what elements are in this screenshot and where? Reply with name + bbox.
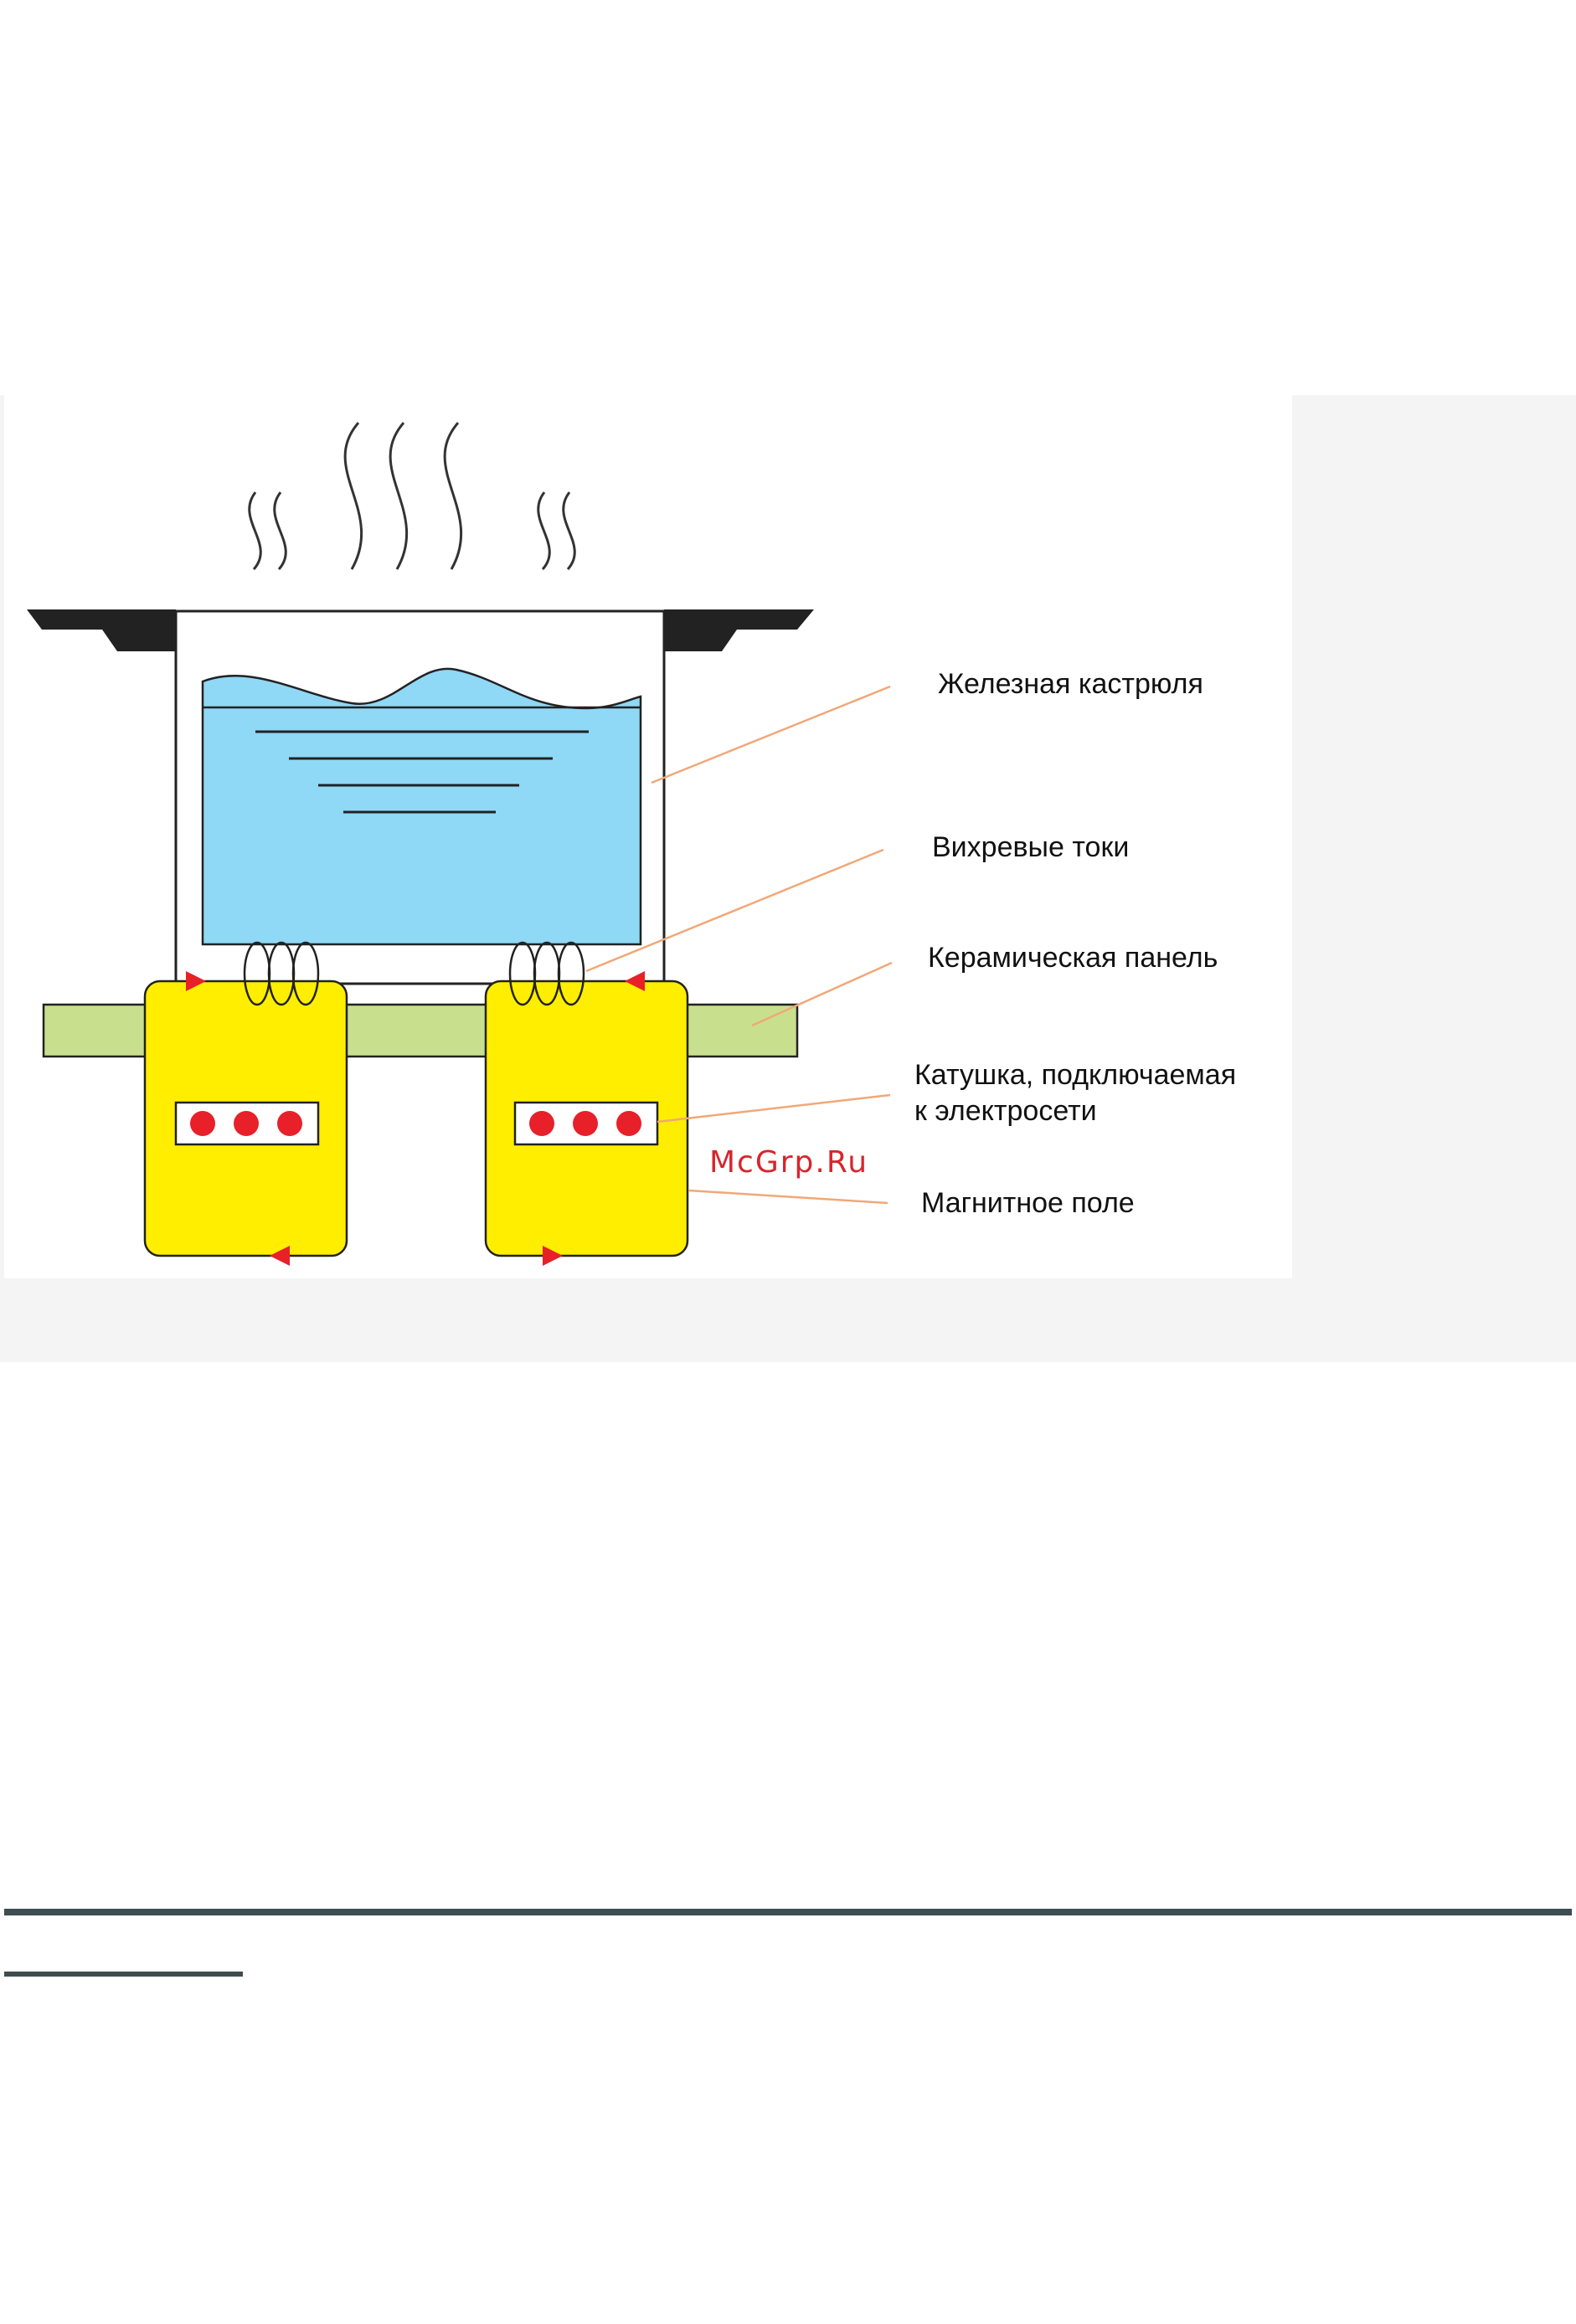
watermark: McGrp.Ru [709, 1145, 868, 1180]
label-coil-line1: Катушка, подключаемая [914, 1059, 1236, 1091]
label-eddy-currents: Вихревые токи [932, 831, 1129, 863]
label-ceramic-panel: Керамическая панель [928, 942, 1218, 974]
footer-rule-short [4, 1972, 243, 1977]
water [203, 669, 641, 944]
coil-windings-left [176, 1103, 318, 1144]
label-pot: Железная кастрюля [938, 668, 1203, 700]
footer-rule-long [4, 1909, 1572, 1915]
label-coil-line2: к электросети [914, 1095, 1097, 1127]
coil-windings-right [515, 1103, 657, 1144]
label-magnetic-field: Магнитное поле [921, 1187, 1135, 1219]
